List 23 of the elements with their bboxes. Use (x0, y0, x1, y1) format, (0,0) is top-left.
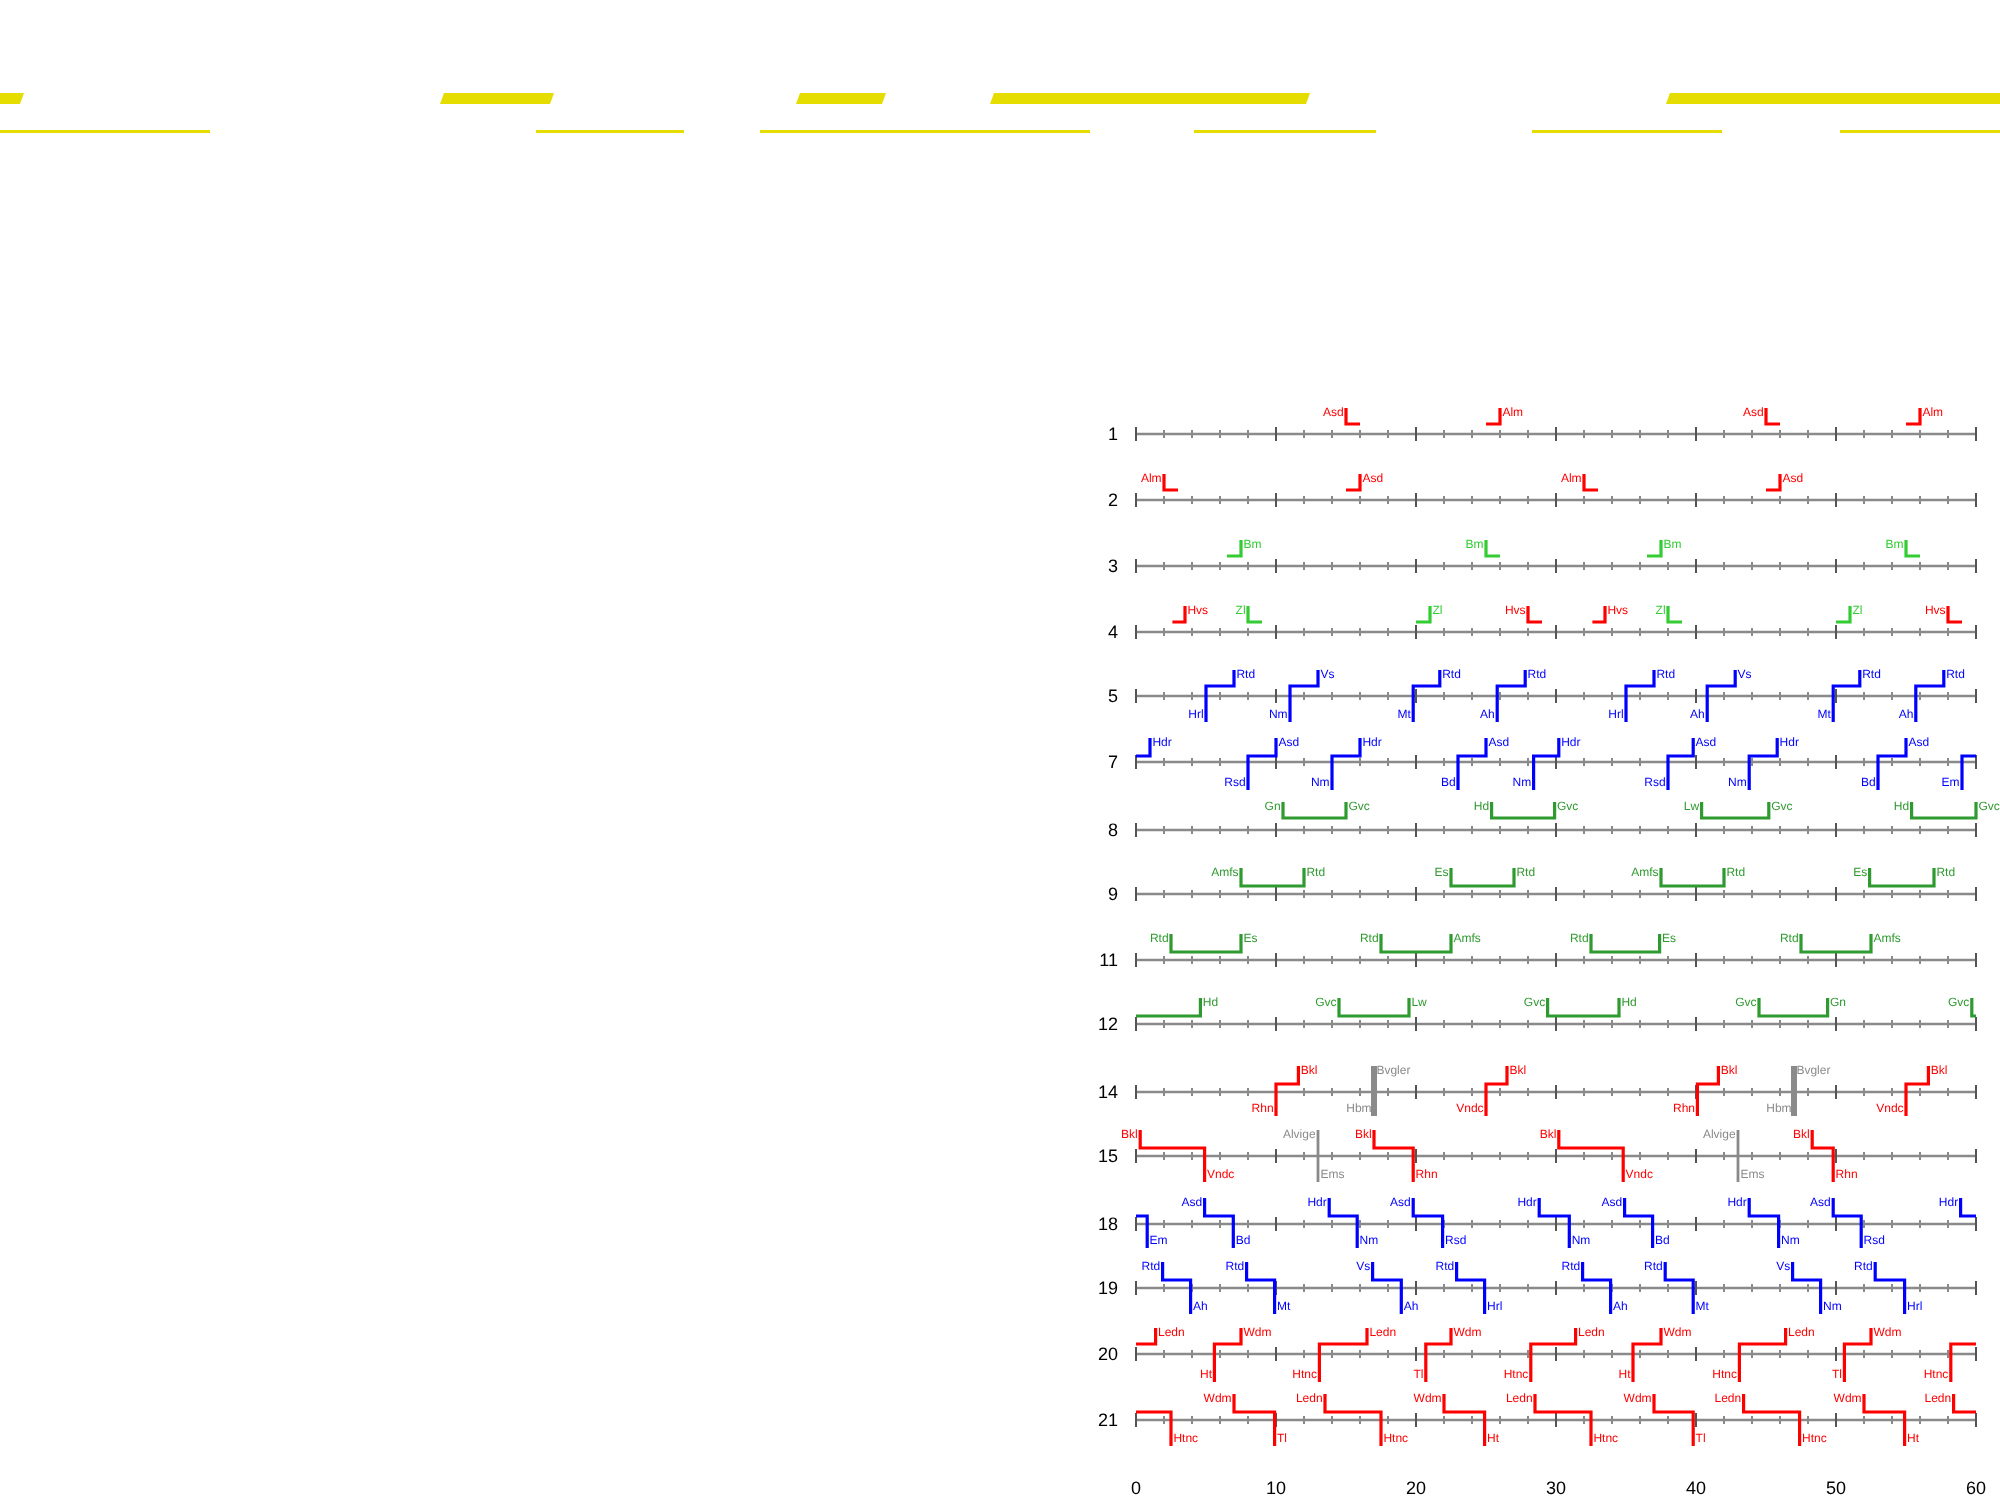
row-number: 4 (1107, 622, 1118, 642)
axis-tick-label: 40 (1686, 1478, 1706, 1498)
row-number: 12 (1097, 1014, 1118, 1034)
axis-tick-label: 10 (1266, 1478, 1286, 1498)
axis-tick-label: 60 (1966, 1478, 1986, 1498)
row-number: 21 (1097, 1410, 1118, 1430)
axis-tick-label: 50 (1826, 1478, 1846, 1498)
row-number: 11 (1099, 950, 1118, 970)
row-number: 15 (1097, 1146, 1118, 1166)
axis-tick-label: 20 (1406, 1478, 1426, 1498)
row-number: 5 (1107, 686, 1118, 706)
row-number: 9 (1107, 884, 1118, 904)
row-number: 1 (1107, 424, 1118, 444)
row-number: 3 (1107, 556, 1118, 576)
row-number: 19 (1097, 1278, 1118, 1298)
row-number: 18 (1097, 1214, 1118, 1234)
axis-tick-label: 0 (1131, 1478, 1141, 1498)
row-number: 2 (1107, 490, 1118, 510)
row-number: 8 (1107, 820, 1118, 840)
row-number: 14 (1097, 1082, 1118, 1102)
row-number: 20 (1097, 1344, 1118, 1364)
row-number: 7 (1107, 752, 1118, 772)
axis-tick-label: 30 (1546, 1478, 1566, 1498)
